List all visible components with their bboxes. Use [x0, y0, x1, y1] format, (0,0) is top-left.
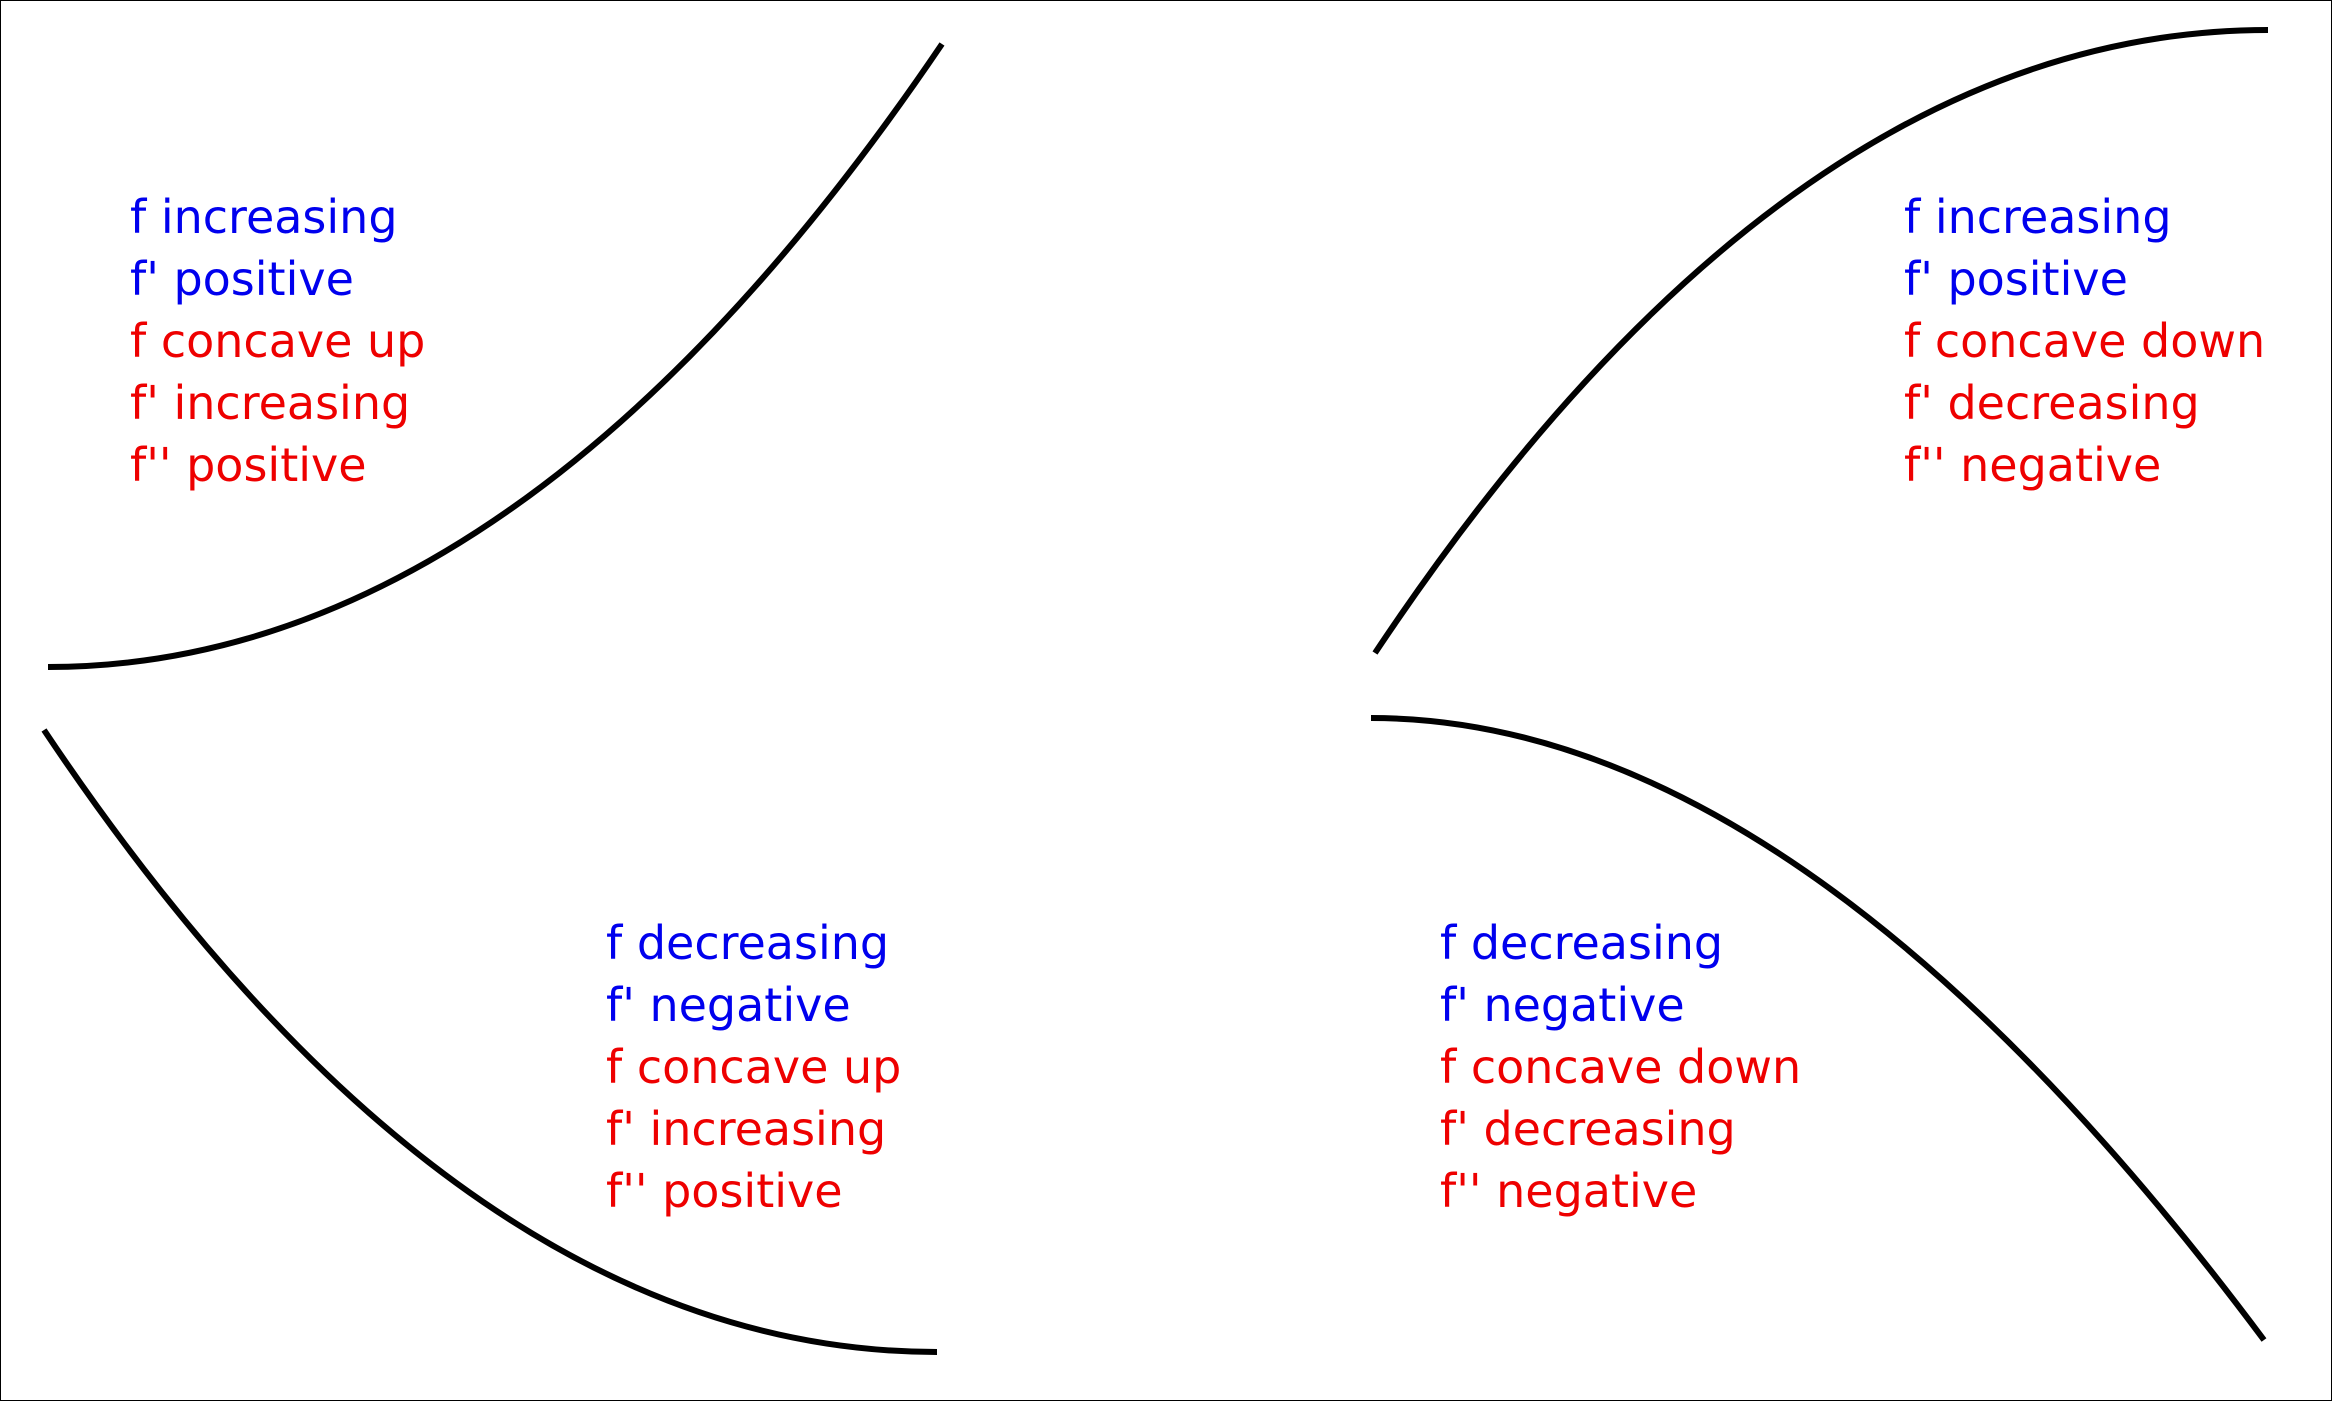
- label-line: f concave down: [1440, 1040, 1802, 1094]
- label-line: f' increasing: [130, 376, 411, 430]
- curve-decreasing-concave-up: [41, 728, 938, 1355]
- curve-increasing-concave-up: [47, 42, 945, 670]
- label-line: f concave down: [1904, 314, 2266, 368]
- label-line: f'' positive: [130, 438, 367, 492]
- label-line: f decreasing: [606, 916, 890, 970]
- label-line: f' negative: [606, 978, 851, 1032]
- label-block-decreasing-concave-down: f decreasing f' negative f concave down …: [1440, 912, 1801, 1222]
- label-line: f' positive: [130, 252, 354, 306]
- label-line: f'' negative: [1904, 438, 2162, 492]
- label-line: f decreasing: [1440, 916, 1724, 970]
- curve-increasing-concave-down: [1372, 27, 2269, 655]
- label-line: f' decreasing: [1904, 376, 2200, 430]
- label-line: f' positive: [1904, 252, 2128, 306]
- label-line: f concave up: [606, 1040, 902, 1094]
- label-block-decreasing-concave-up: f decreasing f' negative f concave up f'…: [606, 912, 901, 1222]
- curve-decreasing-concave-down: [1370, 715, 2267, 1342]
- label-block-increasing-concave-down: f increasing f' positive f concave down …: [1904, 186, 2265, 496]
- label-line: f' decreasing: [1440, 1102, 1736, 1156]
- label-block-increasing-concave-up: f increasing f' positive f concave up f'…: [130, 186, 425, 496]
- label-line: f increasing: [1904, 190, 2172, 244]
- label-line: f increasing: [130, 190, 398, 244]
- label-line: f concave up: [130, 314, 426, 368]
- label-line: f'' negative: [1440, 1164, 1698, 1218]
- label-line: f' negative: [1440, 978, 1685, 1032]
- label-line: f'' positive: [606, 1164, 843, 1218]
- label-line: f' increasing: [606, 1102, 887, 1156]
